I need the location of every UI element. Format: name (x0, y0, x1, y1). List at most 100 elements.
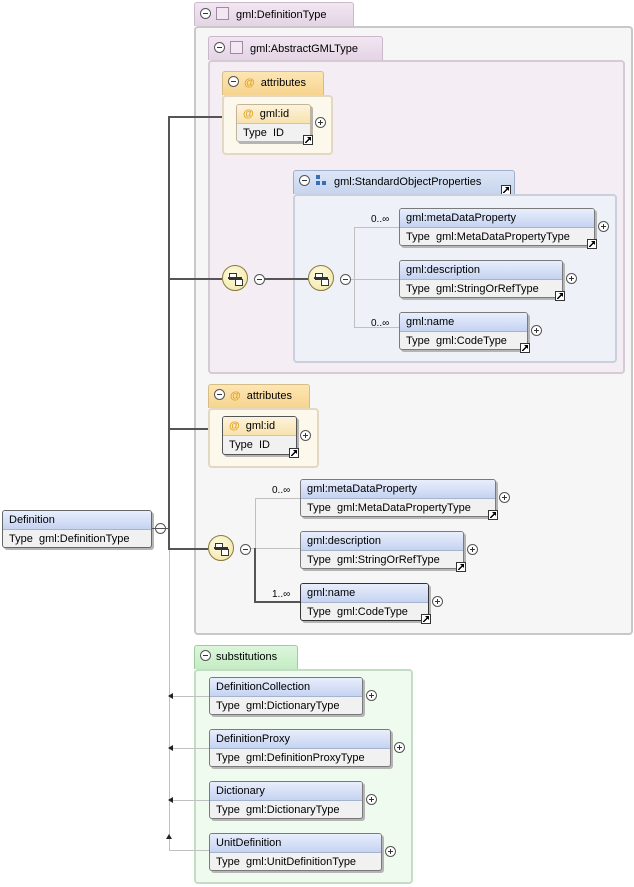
complex-type-icon (230, 41, 243, 54)
expand-icon[interactable] (315, 117, 326, 128)
connector (168, 428, 208, 430)
abstract-attributes-tab[interactable]: @ attributes (222, 71, 324, 95)
type-link-icon[interactable] (555, 291, 565, 301)
connector (172, 800, 209, 801)
attribute-name: gml:id (259, 108, 290, 120)
cardinality: 0..∞ (272, 485, 291, 496)
collapse-icon[interactable] (214, 389, 225, 400)
collapse-icon[interactable] (200, 650, 211, 661)
connector (172, 696, 209, 697)
connector (254, 548, 256, 603)
type-link-icon[interactable] (456, 562, 466, 572)
element-name: Dictionary (210, 782, 362, 801)
collapse-icon[interactable] (240, 544, 251, 555)
connector (152, 528, 168, 529)
definition-type-tab[interactable]: gml:DefinitionType (194, 2, 354, 26)
collapse-icon[interactable] (340, 274, 351, 285)
type-label: Type (307, 502, 331, 514)
expand-icon[interactable] (432, 596, 443, 607)
expand-icon[interactable] (366, 794, 377, 805)
connector (169, 550, 170, 850)
type-label: Type (216, 752, 240, 764)
connector (354, 227, 355, 327)
expand-icon[interactable] (385, 846, 396, 857)
collapse-icon[interactable] (214, 42, 225, 53)
type-value: ID (259, 439, 270, 451)
collapse-icon[interactable] (200, 8, 211, 19)
cardinality: 0..∞ (371, 214, 390, 225)
type-value: ID (273, 127, 284, 139)
substitutions-title: substitutions (216, 651, 278, 663)
sequence-compositor-icon[interactable] (222, 265, 248, 291)
abstract-gml-type-tab[interactable]: gml:AbstractGMLType (208, 36, 383, 60)
sop-title: gml:StandardObjectProperties (334, 176, 482, 188)
complex-type-icon (216, 7, 229, 20)
type-label: Type (406, 231, 430, 243)
connector (254, 601, 300, 603)
type-link-icon[interactable] (520, 343, 530, 353)
element-name: gml:name (400, 313, 527, 332)
attribute-icon: @ (243, 108, 254, 120)
element-name: gml:metaDataProperty (400, 209, 594, 228)
type-link-icon[interactable] (303, 135, 313, 145)
connector (255, 498, 256, 548)
attribute-icon: @ (230, 390, 241, 402)
connector (169, 850, 209, 851)
abstract-gml-type-title: gml:AbstractGMLType (250, 43, 358, 55)
connector (354, 227, 399, 228)
expand-icon[interactable] (300, 430, 311, 441)
type-value: gml:StringOrRefType (436, 283, 539, 295)
expand-icon[interactable] (499, 492, 510, 503)
type-label: Type (307, 554, 331, 566)
arrow-up-icon (166, 834, 172, 839)
type-link-icon[interactable] (289, 448, 299, 458)
collapse-icon[interactable] (228, 76, 239, 87)
connector (264, 278, 308, 280)
substitutions-tab[interactable]: substitutions (194, 645, 298, 669)
attributes-title: attributes (260, 77, 306, 89)
element-name: gml:description (400, 261, 562, 280)
expand-icon[interactable] (467, 544, 478, 555)
arrow-left-icon (168, 797, 173, 803)
arrow-left-icon (168, 745, 173, 751)
expand-icon[interactable] (566, 273, 577, 284)
attributes-tab[interactable]: @attributes (208, 384, 310, 408)
sequence-compositor-icon[interactable] (208, 535, 234, 561)
type-value: gml:StringOrRefType (337, 554, 440, 566)
attribute-icon: @ (244, 77, 255, 89)
connector (168, 548, 208, 550)
group-icon (315, 175, 327, 187)
type-label: Type (216, 700, 240, 712)
expand-icon[interactable] (394, 742, 405, 753)
type-link-icon[interactable] (421, 614, 431, 624)
type-label: Type (229, 439, 253, 451)
expand-icon[interactable] (598, 221, 609, 232)
sequence-compositor-icon[interactable] (308, 265, 334, 291)
type-link-icon[interactable] (488, 510, 498, 520)
type-link-icon[interactable] (587, 239, 597, 249)
definition-type-title: gml:DefinitionType (236, 9, 327, 21)
connector (255, 498, 300, 499)
element-name: DefinitionCollection (210, 678, 362, 697)
collapse-icon[interactable] (299, 175, 310, 186)
element-name: gml:metaDataProperty (301, 480, 495, 499)
attribute-icon: @ (229, 420, 240, 432)
expand-icon[interactable] (366, 690, 377, 701)
expand-icon[interactable] (531, 325, 542, 336)
connector (172, 748, 209, 749)
type-value: gml:CodeType (337, 606, 408, 618)
standard-object-properties-tab[interactable]: gml:StandardObjectProperties (293, 170, 515, 194)
